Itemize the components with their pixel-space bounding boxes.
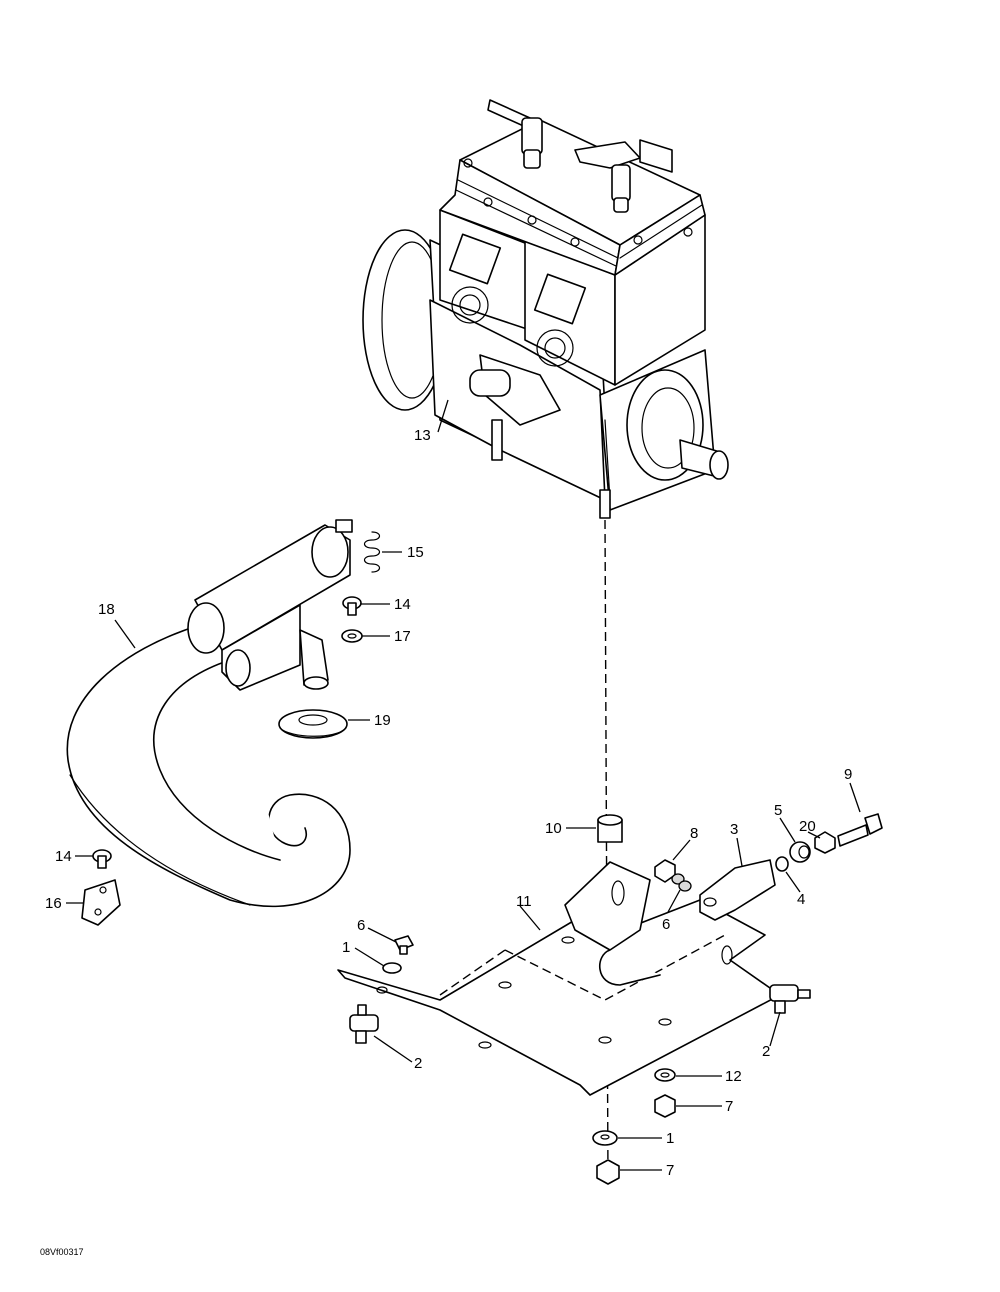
nut-7-upper	[654, 1094, 676, 1118]
callout-2-left: 2	[414, 1055, 422, 1072]
callout-13: 13	[414, 427, 431, 444]
callout-11: 11	[516, 893, 532, 910]
callout-5: 5	[774, 802, 782, 819]
screw-6-left	[394, 935, 414, 955]
bushing-5	[789, 841, 811, 863]
callout-4: 4	[797, 891, 805, 908]
callout-12: 12	[725, 1068, 742, 1085]
callout-9: 9	[844, 766, 852, 783]
washer-1-left	[382, 962, 402, 974]
callout-1-left: 1	[342, 939, 350, 956]
callout-6-left: 6	[357, 917, 365, 934]
callout-16: 16	[45, 895, 62, 912]
callout-7-upper: 7	[725, 1098, 733, 1115]
callout-1-lower: 1	[666, 1130, 674, 1147]
washer-1-lower	[592, 1130, 618, 1146]
callout-20: 20	[799, 818, 816, 835]
callout-18: 18	[98, 601, 115, 618]
leader-lines	[66, 399, 861, 1171]
callout-3: 3	[730, 821, 738, 838]
callout-15: 15	[407, 544, 424, 561]
washer-4	[775, 856, 789, 872]
callout-14-lower: 14	[55, 848, 72, 865]
washer-17	[341, 629, 363, 643]
bolt-9	[837, 813, 883, 847]
nut-7-lower	[596, 1159, 620, 1185]
spacer-10	[597, 814, 623, 843]
drawing-reference: 08Vf00317	[40, 1247, 84, 1257]
rubber-mount-2-left	[349, 1004, 379, 1044]
rubber-mount-2-right	[769, 984, 811, 1014]
callout-8: 8	[690, 825, 698, 842]
bolt-14-lower	[92, 849, 112, 869]
callout-10: 10	[545, 820, 562, 837]
engine-mount-plate	[337, 861, 781, 1096]
engine-assembly	[362, 99, 729, 519]
washer-12	[654, 1068, 676, 1082]
muffler-assembly	[66, 519, 353, 908]
washers-6-right	[671, 873, 692, 892]
callout-6-right: 6	[662, 916, 670, 933]
spring-15	[363, 531, 381, 573]
bolt-14-upper	[342, 596, 362, 616]
callout-17: 17	[394, 628, 411, 645]
callout-19: 19	[374, 712, 391, 729]
callout-7-lower: 7	[666, 1162, 674, 1179]
bracket-3	[699, 859, 776, 921]
gasket-19	[278, 709, 348, 739]
callout-labels: 13 15 14 17 18 19 14 16 10 8 3 5 20 9 4 …	[40, 427, 852, 1257]
callout-14-upper: 14	[394, 596, 411, 613]
callout-2-right: 2	[762, 1043, 770, 1060]
nut-20	[814, 831, 836, 854]
bracket-16	[81, 879, 121, 926]
